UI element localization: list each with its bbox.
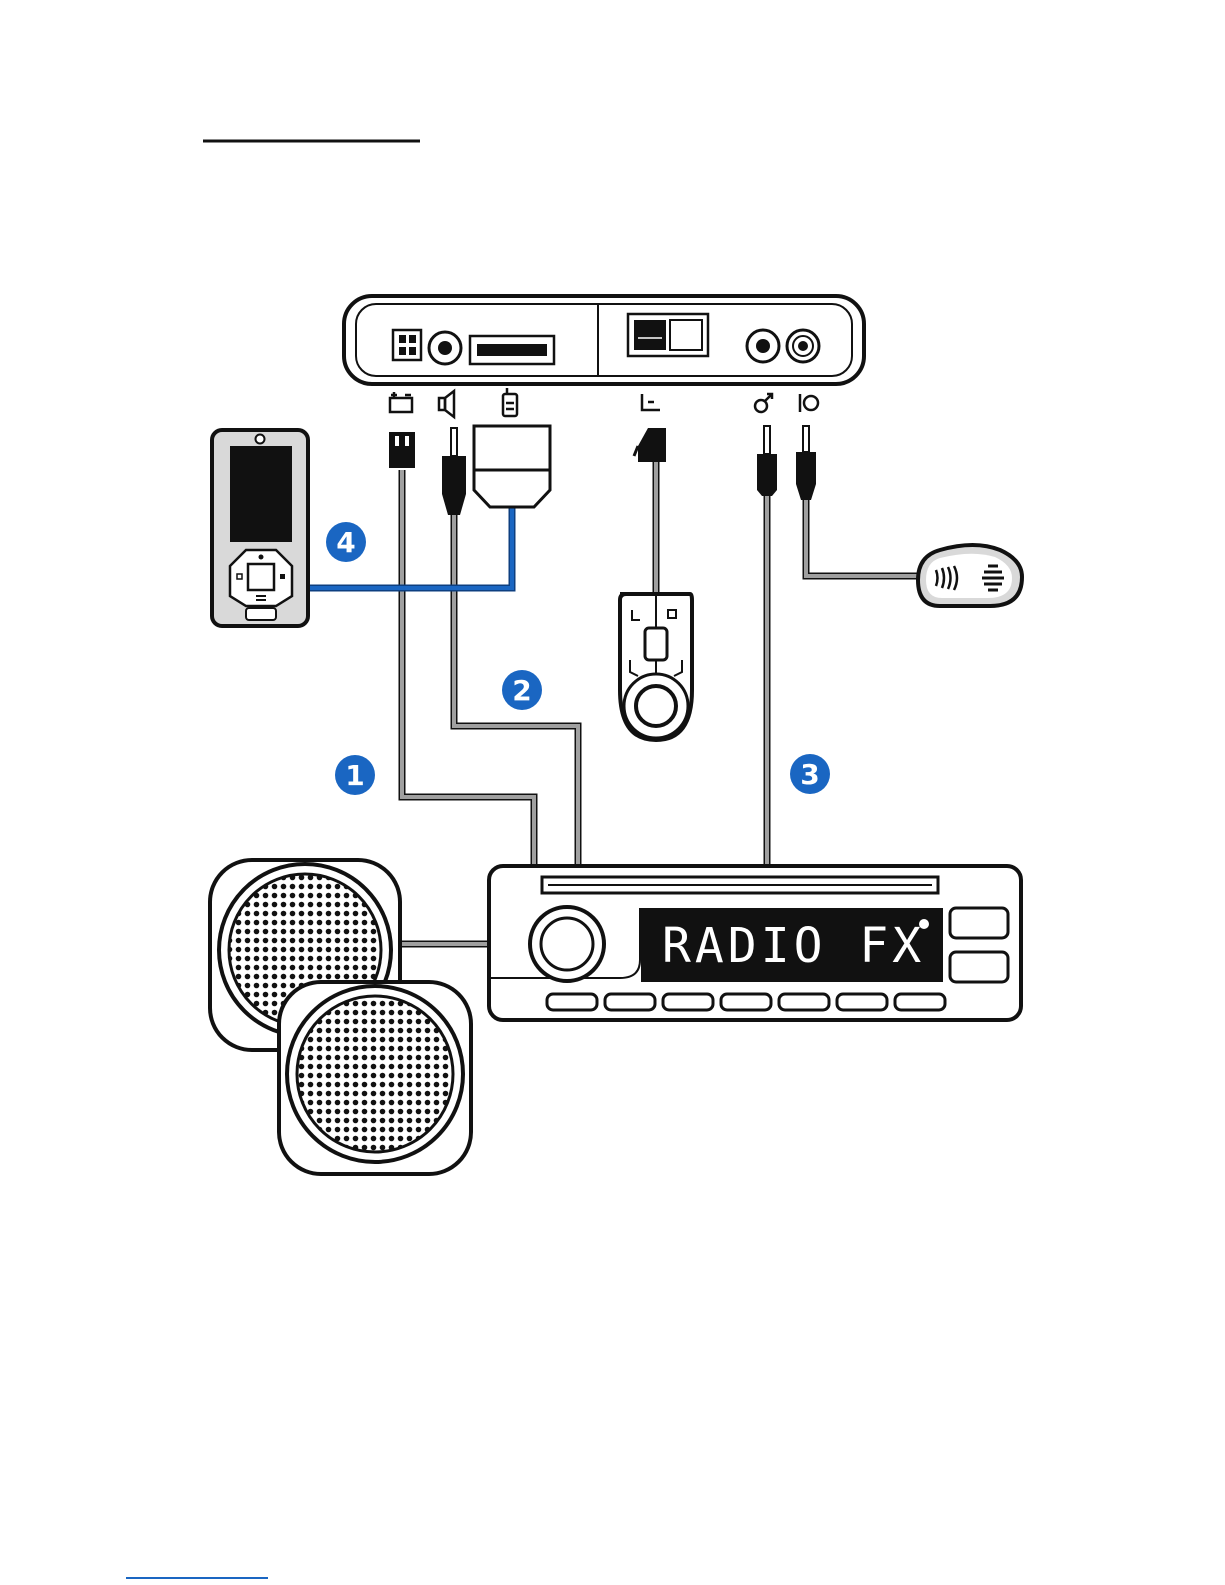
- callout-1-label: 1: [345, 759, 364, 792]
- microphone-port: [787, 330, 819, 362]
- phone-holder: [620, 594, 692, 740]
- microphone-cable: [806, 500, 922, 576]
- radio-side-button-top: [950, 908, 1008, 938]
- radio-preset-buttons: [547, 994, 945, 1010]
- radio-side-button-bottom: [950, 952, 1008, 982]
- phone-holder-port: [628, 314, 708, 356]
- radio-display-text: RADIO FX: [662, 918, 925, 974]
- microphone-icon: [755, 394, 772, 412]
- speaker-icon: [439, 391, 454, 417]
- callout-3-label: 3: [800, 758, 819, 791]
- mute-port: [747, 330, 779, 362]
- radio-display: RADIO FX: [641, 908, 943, 982]
- power-plug: [389, 432, 415, 468]
- microphone: [918, 545, 1022, 606]
- volume-knob: [530, 907, 604, 981]
- power-port: [393, 330, 421, 360]
- audio-plug: [442, 428, 466, 515]
- hands-free-unit: [344, 296, 864, 384]
- speaker-front: [279, 982, 471, 1174]
- display-connector-icon: [642, 394, 660, 410]
- callout-4-label: 4: [336, 526, 355, 559]
- phone-holder-plug: [634, 428, 666, 462]
- audio-port: [429, 332, 461, 364]
- callout-4: 4: [326, 522, 366, 562]
- display-port: [470, 336, 554, 364]
- car-kit-display: [212, 430, 308, 626]
- mute-icon: [800, 394, 818, 412]
- power-battery-icon: [390, 392, 412, 412]
- mute-plug: [757, 426, 777, 496]
- callout-2: 2: [502, 670, 542, 710]
- phone-icon: [503, 388, 517, 416]
- callout-3: 3: [790, 754, 830, 794]
- microphone-plug: [796, 426, 816, 500]
- callout-1: 1: [335, 755, 375, 795]
- car-radio: RADIO FX: [489, 866, 1021, 1020]
- callout-2-label: 2: [512, 674, 531, 707]
- display-plug: [474, 426, 550, 507]
